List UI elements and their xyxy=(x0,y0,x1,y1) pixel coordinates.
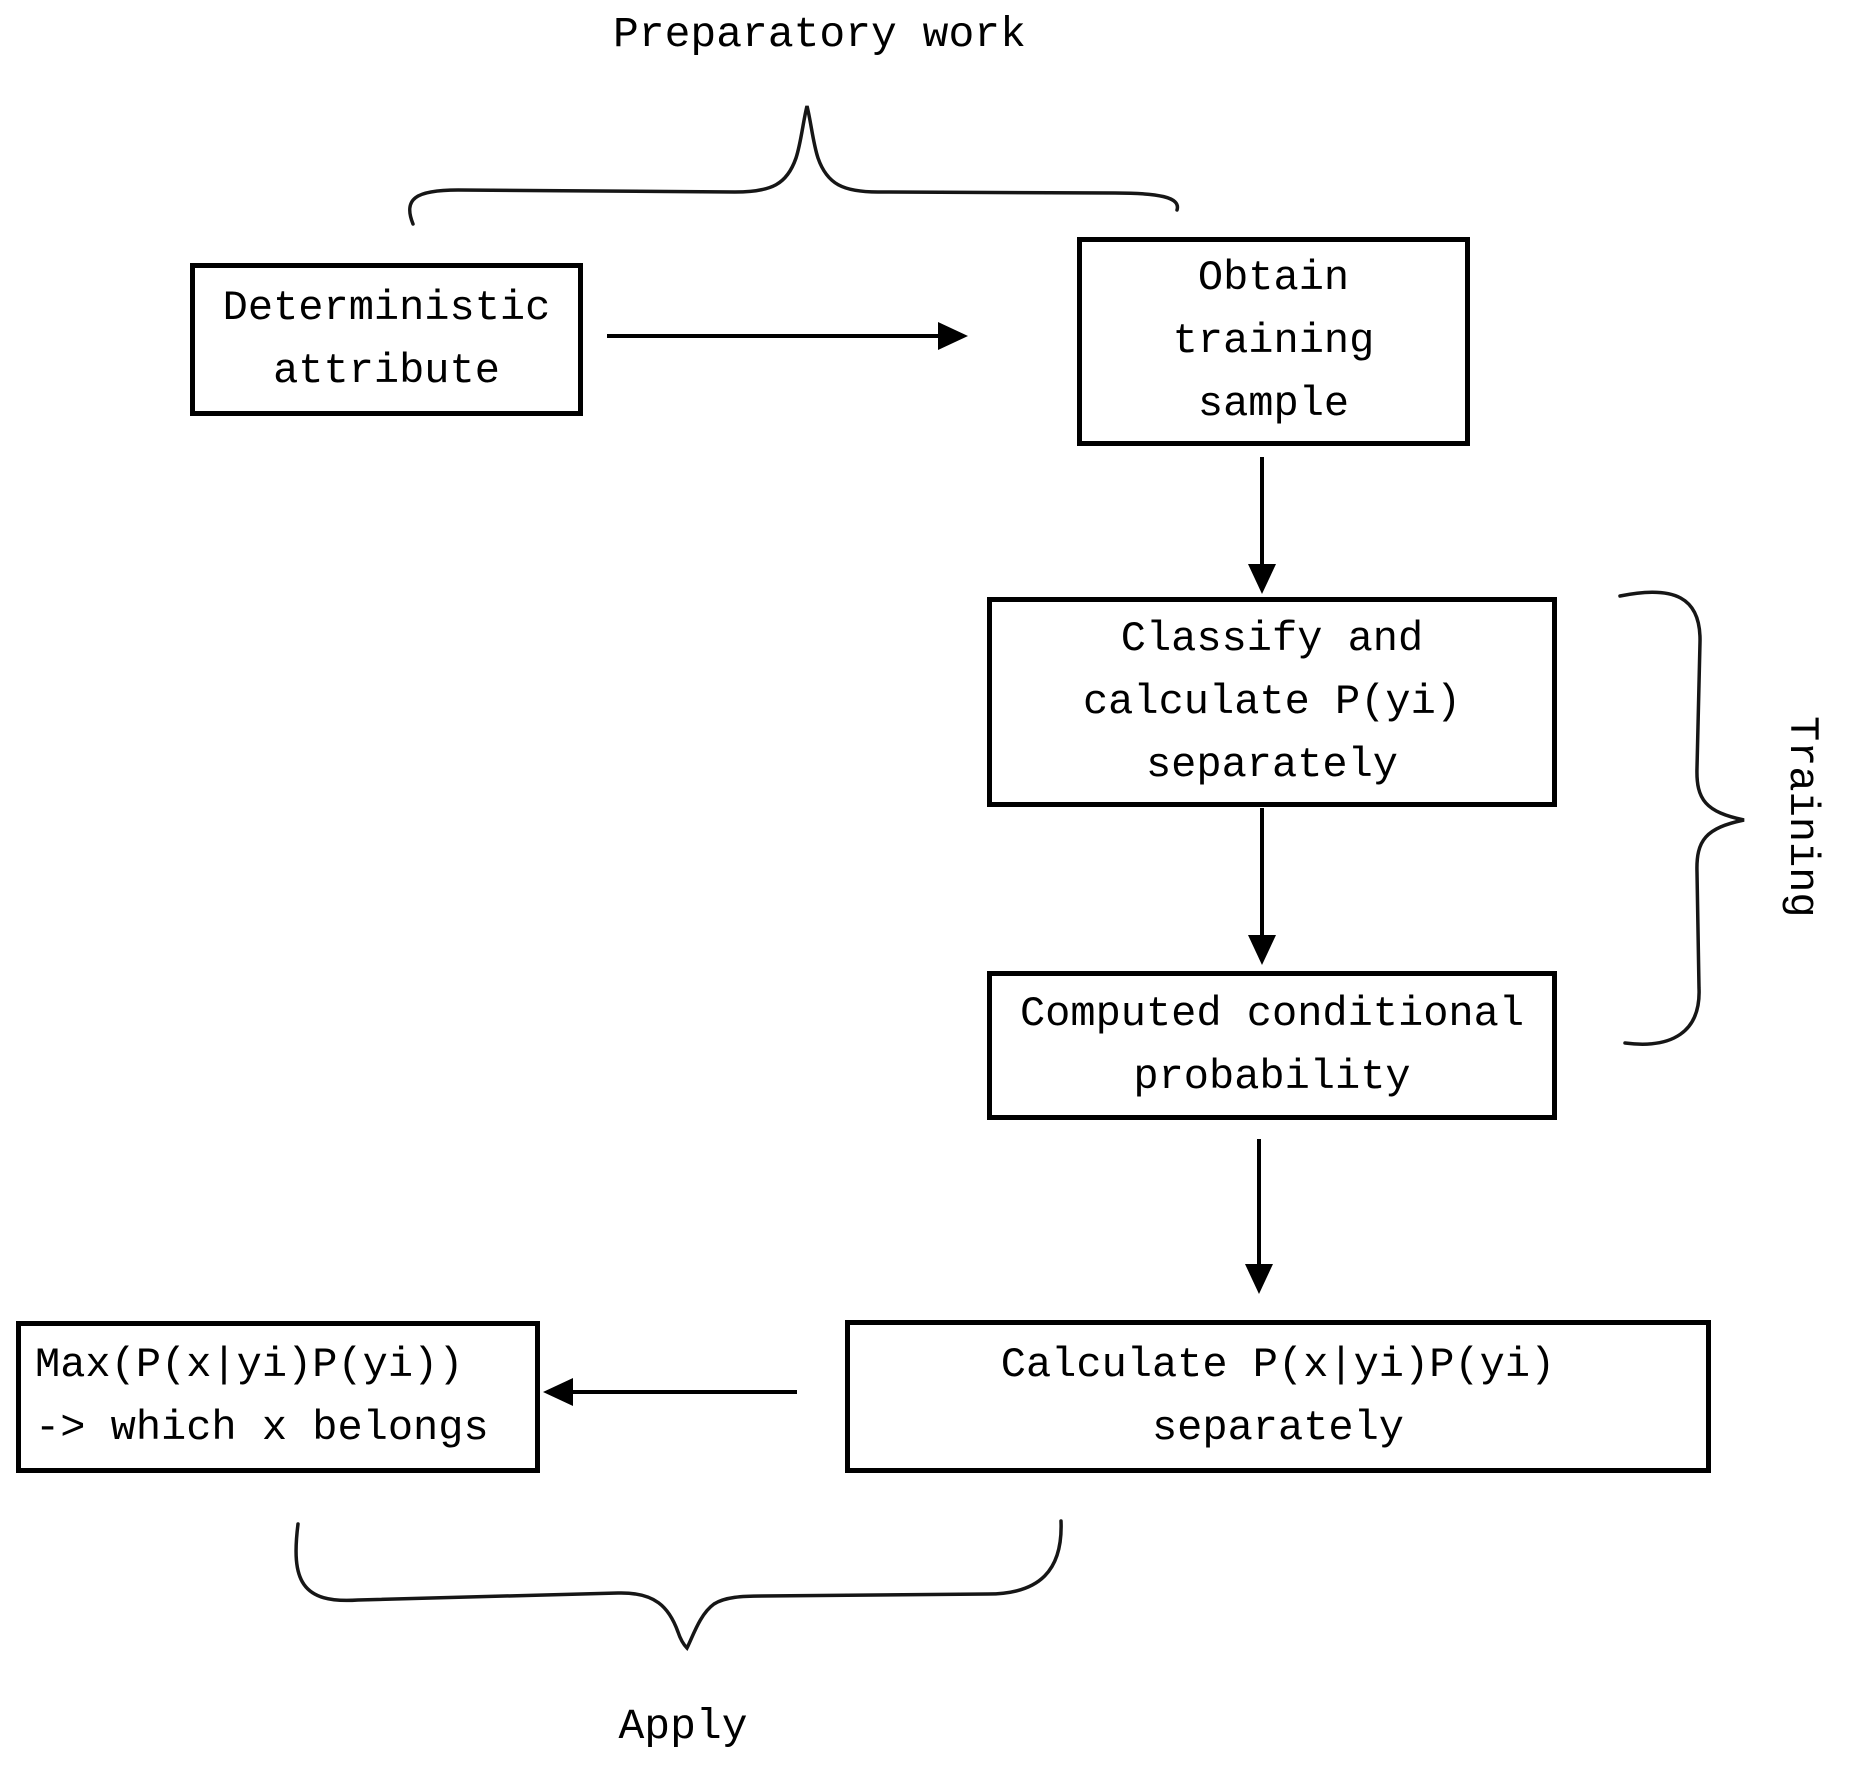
box-text-line: Calculate P(x|yi)P(yi) xyxy=(1000,1340,1556,1389)
box-deterministic-attribute: Deterministic attribute xyxy=(190,263,583,416)
preparatory-label: Preparatory work xyxy=(613,10,1026,59)
box-text-line: Computed conditional xyxy=(1019,989,1525,1038)
box-classify-calculate-prior: Classify and calculate P(yi) separately xyxy=(987,597,1557,807)
preparatory-brace xyxy=(407,105,1180,226)
training-label: Training xyxy=(1778,716,1826,918)
box-text-line: separately xyxy=(1145,740,1399,789)
box-computed-conditional-probability: Computed conditional probability xyxy=(987,971,1557,1120)
box-text-line: attribute xyxy=(273,346,500,395)
training-brace xyxy=(1618,590,1745,1046)
box-text-line: Deterministic xyxy=(222,283,551,332)
box-text-line: calculate P(yi) xyxy=(1082,677,1462,726)
apply-label: Apply xyxy=(618,1702,748,1751)
box-obtain-training-sample: Obtain training sample xyxy=(1077,237,1470,446)
box-text-line: training xyxy=(1172,317,1375,365)
box-text-line: separately xyxy=(1151,1403,1405,1452)
box-text-line: Classify and xyxy=(1120,614,1424,663)
box-text-line: probability xyxy=(1133,1052,1411,1101)
box-text-line: Obtain xyxy=(1197,254,1350,302)
apply-brace xyxy=(294,1519,1063,1651)
box-calculate-posterior: Calculate P(x|yi)P(yi) separately xyxy=(845,1320,1711,1473)
box-text-line: sample xyxy=(1197,380,1350,428)
box-max-decision: Max(P(x|yi)P(yi)) -> which x belongs xyxy=(16,1321,540,1473)
box-text-line: -> which x belongs xyxy=(35,1404,489,1452)
box-text-line: Max(P(x|yi)P(yi)) xyxy=(35,1341,464,1389)
